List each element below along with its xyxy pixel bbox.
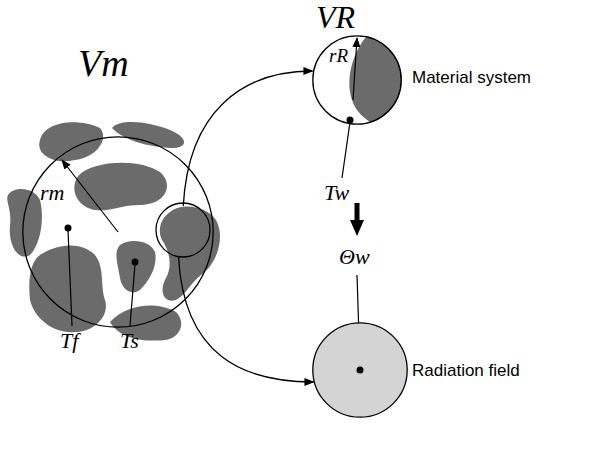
circle-outline — [22, 136, 214, 328]
volume-label: VR — [316, 1, 355, 33]
symbol-label: Tw — [324, 182, 349, 204]
scale-arrow — [178, 256, 313, 382]
symbol-label: Ts — [120, 330, 139, 352]
circle-outline — [312, 35, 402, 125]
circle-outline — [312, 322, 408, 418]
volume-circle: VRMaterial system — [312, 35, 402, 125]
node-caption: Material system — [412, 69, 531, 86]
volume-label: Vm — [78, 44, 129, 82]
volume-circle: Vm — [22, 136, 214, 328]
symbol-label: rm — [40, 182, 64, 204]
symbol-label: rR — [329, 46, 348, 65]
volume-circle: Radiation field — [312, 322, 408, 418]
scale-arrow — [183, 71, 312, 206]
symbol-label: Θw — [339, 246, 370, 268]
symbol-label: Tf — [60, 330, 78, 352]
node-caption: Radiation field — [412, 362, 520, 379]
